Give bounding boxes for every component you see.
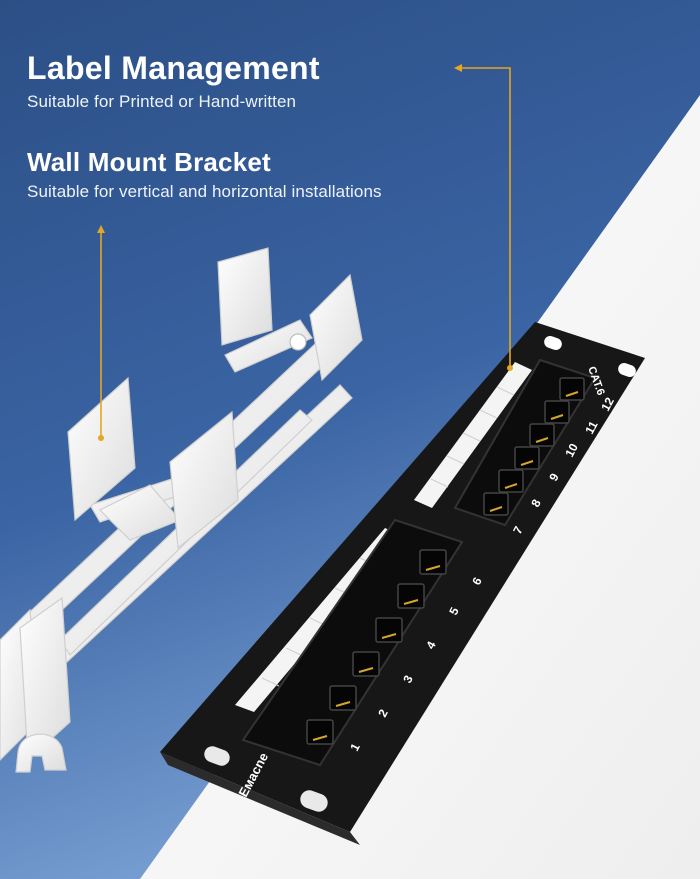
callout-markers bbox=[97, 64, 513, 441]
port-number: 11 bbox=[582, 418, 600, 436]
rj45-port bbox=[559, 377, 585, 401]
rj45-port bbox=[483, 492, 509, 516]
patch-panel: 1 2 3 4 5 6 7 8 9 10 11 12 CAT.6 Eмacne bbox=[160, 322, 645, 845]
port-module-lower bbox=[241, 518, 464, 767]
callout-lines bbox=[100, 67, 511, 438]
dot-icon bbox=[507, 365, 513, 371]
rj45-port bbox=[498, 469, 524, 493]
feature-subtitle-wall-mount-bracket: Suitable for vertical and horizontal ins… bbox=[27, 182, 382, 201]
rj45-port bbox=[397, 583, 425, 609]
rj45-port bbox=[352, 651, 380, 677]
rj45-port bbox=[529, 423, 555, 447]
rj45-ports-upper bbox=[483, 377, 585, 516]
wall-mount-bracket bbox=[0, 247, 363, 773]
label-callout-line bbox=[458, 67, 511, 368]
port-number: 10 bbox=[562, 441, 581, 460]
feature-subtitle-label-management: Suitable for Printed or Hand-written bbox=[27, 92, 297, 111]
rj45-port bbox=[329, 685, 357, 711]
label-strip-upper bbox=[414, 362, 532, 508]
mount-hole bbox=[618, 362, 636, 378]
rj45-port bbox=[514, 446, 540, 470]
arrow-up-icon bbox=[97, 225, 105, 233]
rj45-port bbox=[306, 719, 334, 745]
feature-title-wall-mount-bracket: Wall Mount Bracket bbox=[27, 147, 271, 177]
mount-hole bbox=[300, 790, 328, 812]
rj45-port bbox=[544, 400, 570, 424]
rj45-port bbox=[375, 617, 403, 643]
rj45-port bbox=[419, 549, 447, 575]
feature-title-label-management: Label Management bbox=[27, 50, 320, 86]
port-gold-contacts bbox=[312, 391, 579, 741]
rj45-ports-lower bbox=[306, 549, 447, 745]
port-number: 12 bbox=[598, 395, 617, 414]
mount-hole bbox=[544, 335, 562, 351]
mount-hole bbox=[204, 746, 230, 766]
panel-edge bbox=[160, 752, 360, 845]
dot-icon bbox=[98, 435, 104, 441]
arrow-left-icon bbox=[454, 64, 462, 72]
